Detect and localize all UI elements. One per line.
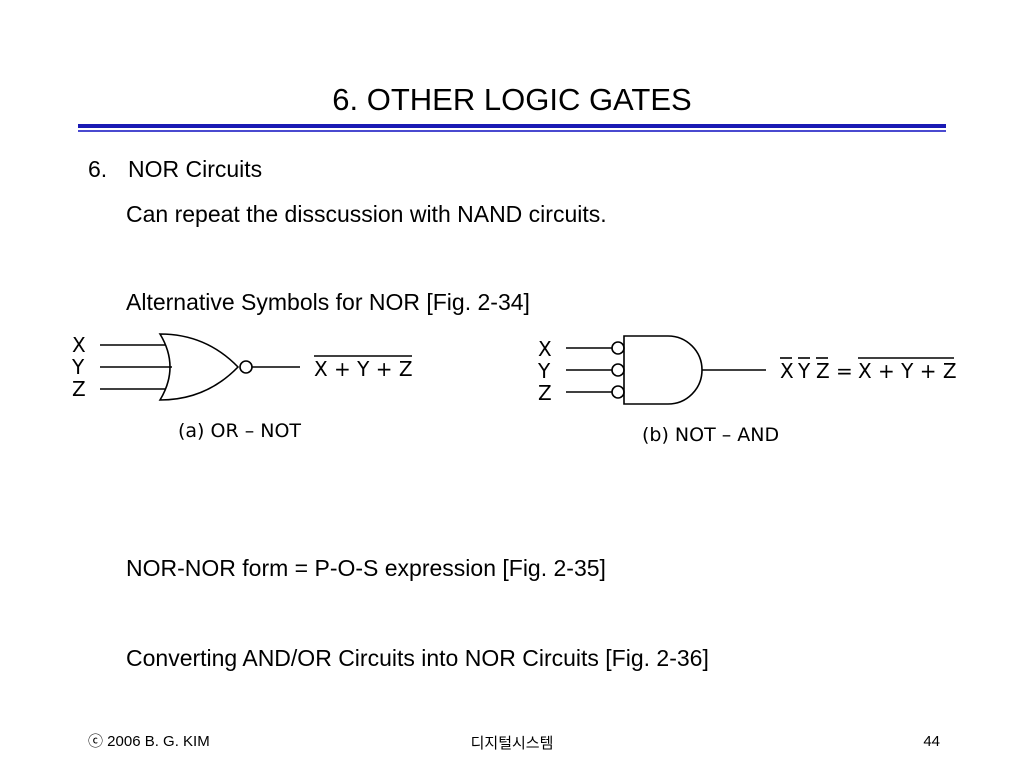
fig-a-input-x: X [72,333,86,357]
text-nor-nor-form: NOR-NOR form = P-O-S expression [Fig. 2-… [126,555,606,581]
figure-or-not: X Y Z X + Y + Z (a) OR – NOT [66,330,426,450]
and-gate-body [623,335,703,405]
fig-b-bubble-y [611,363,625,377]
fig-b-output-sum: X + Y + Z [858,359,957,383]
fig-b-bubble-z [611,385,625,399]
text-converting-circuits: Converting AND/OR Circuits into NOR Circ… [126,645,709,671]
slide-title: 6. OTHER LOGIC GATES [332,82,692,117]
fig-b-out-x: X [780,359,794,383]
footer-page-number: 44 [923,733,940,750]
fig-b-bubble-x [611,341,625,355]
fig-a-input-y: Y [71,355,85,379]
fig-a-output-expression: X + Y + Z [314,357,413,381]
fig-b-out-z: Z [816,359,830,383]
section-title: NOR Circuits [128,156,263,182]
fig-a-caption: (a) OR – NOT [178,420,301,442]
fig-a-input-z: Z [72,377,86,401]
footer-course-name: 디지털시스템 [470,734,554,752]
fig-b-out-y: Y [797,359,811,383]
title-rule-thin [78,130,946,132]
fig-b-equals: = [836,359,853,383]
text-alternative-symbols: Alternative Symbols for NOR [Fig. 2-34] [126,289,530,315]
not-and-diagram: X Y Z X Y Z = X + Y + Z (b) NOT – AND [537,335,957,446]
section-number: 6. [88,156,108,182]
fig-b-input-x: X [538,337,552,361]
or-not-diagram: X Y Z X + Y + Z (a) OR – NOT [71,333,413,442]
fig-b-caption: (b) NOT – AND [642,424,779,446]
title-rule-thick [78,124,946,128]
text-repeat-nand: Can repeat the disscussion with NAND cir… [126,201,607,227]
fig-b-input-y: Y [537,359,551,383]
figure-not-and: X Y Z X Y Z = X + Y + Z (b) NOT – AND [532,334,972,454]
fig-b-input-z: Z [538,381,552,405]
footer-copyright: ⓒ 2006 B. G. KIM [88,733,210,750]
or-gate-body [158,333,240,401]
fig-a-inversion-bubble [239,360,253,374]
